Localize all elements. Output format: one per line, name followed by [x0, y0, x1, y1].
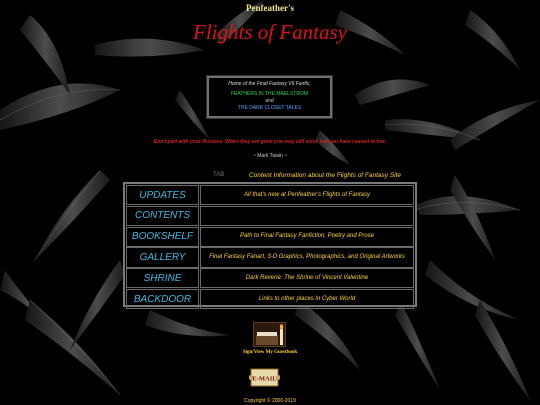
nav-description: All that's new at Penfeather's Flights o…	[200, 185, 414, 206]
site-owner: Penfeather's	[246, 3, 294, 13]
dark-closet-link[interactable]: THE DARK CLOSET TALES	[237, 105, 302, 111]
contents-caption: Content Information about the Flights of…	[248, 172, 402, 179]
guestbook-link[interactable]: Sign/View My Guestbook	[242, 350, 298, 355]
fanfic-title-link[interactable]: FEATHERS IN THE MAELSTROM	[230, 91, 309, 97]
nav-link-backdoor[interactable]: BACKDOOR	[126, 288, 199, 310]
navigation-table: UPDATES All that's new at Penfeather's F…	[123, 182, 417, 310]
nav-description: Dark Reverie: The Shrine of Vincent Vale…	[200, 268, 414, 289]
guestbook-icon[interactable]	[253, 322, 286, 347]
intro-line: Home of the Final Fantasy VII Fanfic,	[228, 81, 311, 87]
site-title: Flights of Fantasy	[193, 20, 347, 44]
nav-link-updates[interactable]: UPDATES	[126, 185, 199, 206]
nav-link-bookshelf[interactable]: BOOKSHELF	[126, 226, 199, 247]
copyright: Copyright © 2000-2019	[244, 398, 296, 404]
menu-row-contents: CONTENTS	[126, 205, 414, 227]
intro-box: Home of the Final Fantasy VII Fanfic, FE…	[206, 75, 333, 119]
menu-row-gallery: GALLERY Final Fantasy Fanart, 3-D Graphi…	[126, 247, 414, 268]
intro-and: and	[265, 98, 274, 104]
quote-text: Don't part with your illusions. When the…	[153, 139, 387, 145]
email-label: E-MAIL	[252, 376, 277, 383]
nav-link-contents[interactable]: CONTENTS	[126, 205, 199, 227]
menu-row-bookshelf: BOOKSHELF Path to Final Fantasy Fanficti…	[126, 226, 414, 247]
nav-description: Path to Final Fantasy Fanfiction, Poetry…	[200, 226, 414, 247]
quote-author: ~ Mark Twain ~	[252, 153, 288, 159]
menu-row-updates: UPDATES All that's new at Penfeather's F…	[126, 185, 414, 206]
nav-description: Links to other places in Cyber World	[200, 288, 414, 310]
nav-link-gallery[interactable]: GALLERY	[126, 247, 199, 268]
email-icon[interactable]: E-MAIL	[248, 367, 281, 388]
caption-lead: TAB	[213, 172, 225, 178]
nav-description: Final Fantasy Fanart, 3-D Graphics, Phot…	[200, 247, 414, 268]
nav-link-shrine[interactable]: SHRINE	[126, 268, 199, 289]
menu-row-backdoor: BACKDOOR Links to other places in Cyber …	[126, 288, 414, 310]
menu-row-shrine: SHRINE Dark Reverie: The Shrine of Vince…	[126, 268, 414, 289]
nav-description	[200, 205, 414, 227]
